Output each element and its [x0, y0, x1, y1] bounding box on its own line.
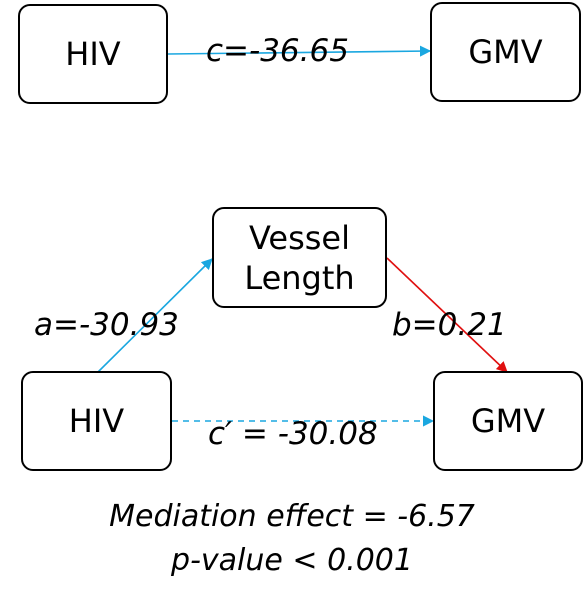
bottom-gmv-node: GMV	[433, 371, 583, 471]
b-path-arrow	[386, 257, 508, 373]
mediator-label-line2: Length	[244, 258, 355, 297]
c-path-arrow	[167, 45, 432, 57]
bottom-hiv-label: HIV	[68, 402, 125, 440]
bottom-gmv-label: GMV	[470, 402, 546, 440]
mediation-effect-caption: Mediation effect = -6.57	[109, 499, 475, 534]
top-hiv-label: HIV	[65, 35, 121, 73]
p-value-caption: p-value < 0.001	[171, 543, 413, 578]
top-hiv-node: HIV	[18, 4, 168, 104]
b-path-label: b=0.21	[392, 307, 507, 343]
c-path-label: c=-36.65	[206, 33, 349, 69]
a-path-arrow	[97, 258, 213, 373]
mediator-label-line1: Vessel	[248, 218, 350, 257]
c-prime-path-label: c′ = -30.08	[208, 416, 378, 452]
mediator-node: Vessel Length	[212, 207, 387, 308]
a-path-label: a=-30.93	[34, 307, 179, 343]
bottom-hiv-node: HIV	[21, 371, 172, 471]
top-gmv-label: GMV	[468, 33, 543, 71]
top-gmv-node: GMV	[430, 2, 581, 102]
